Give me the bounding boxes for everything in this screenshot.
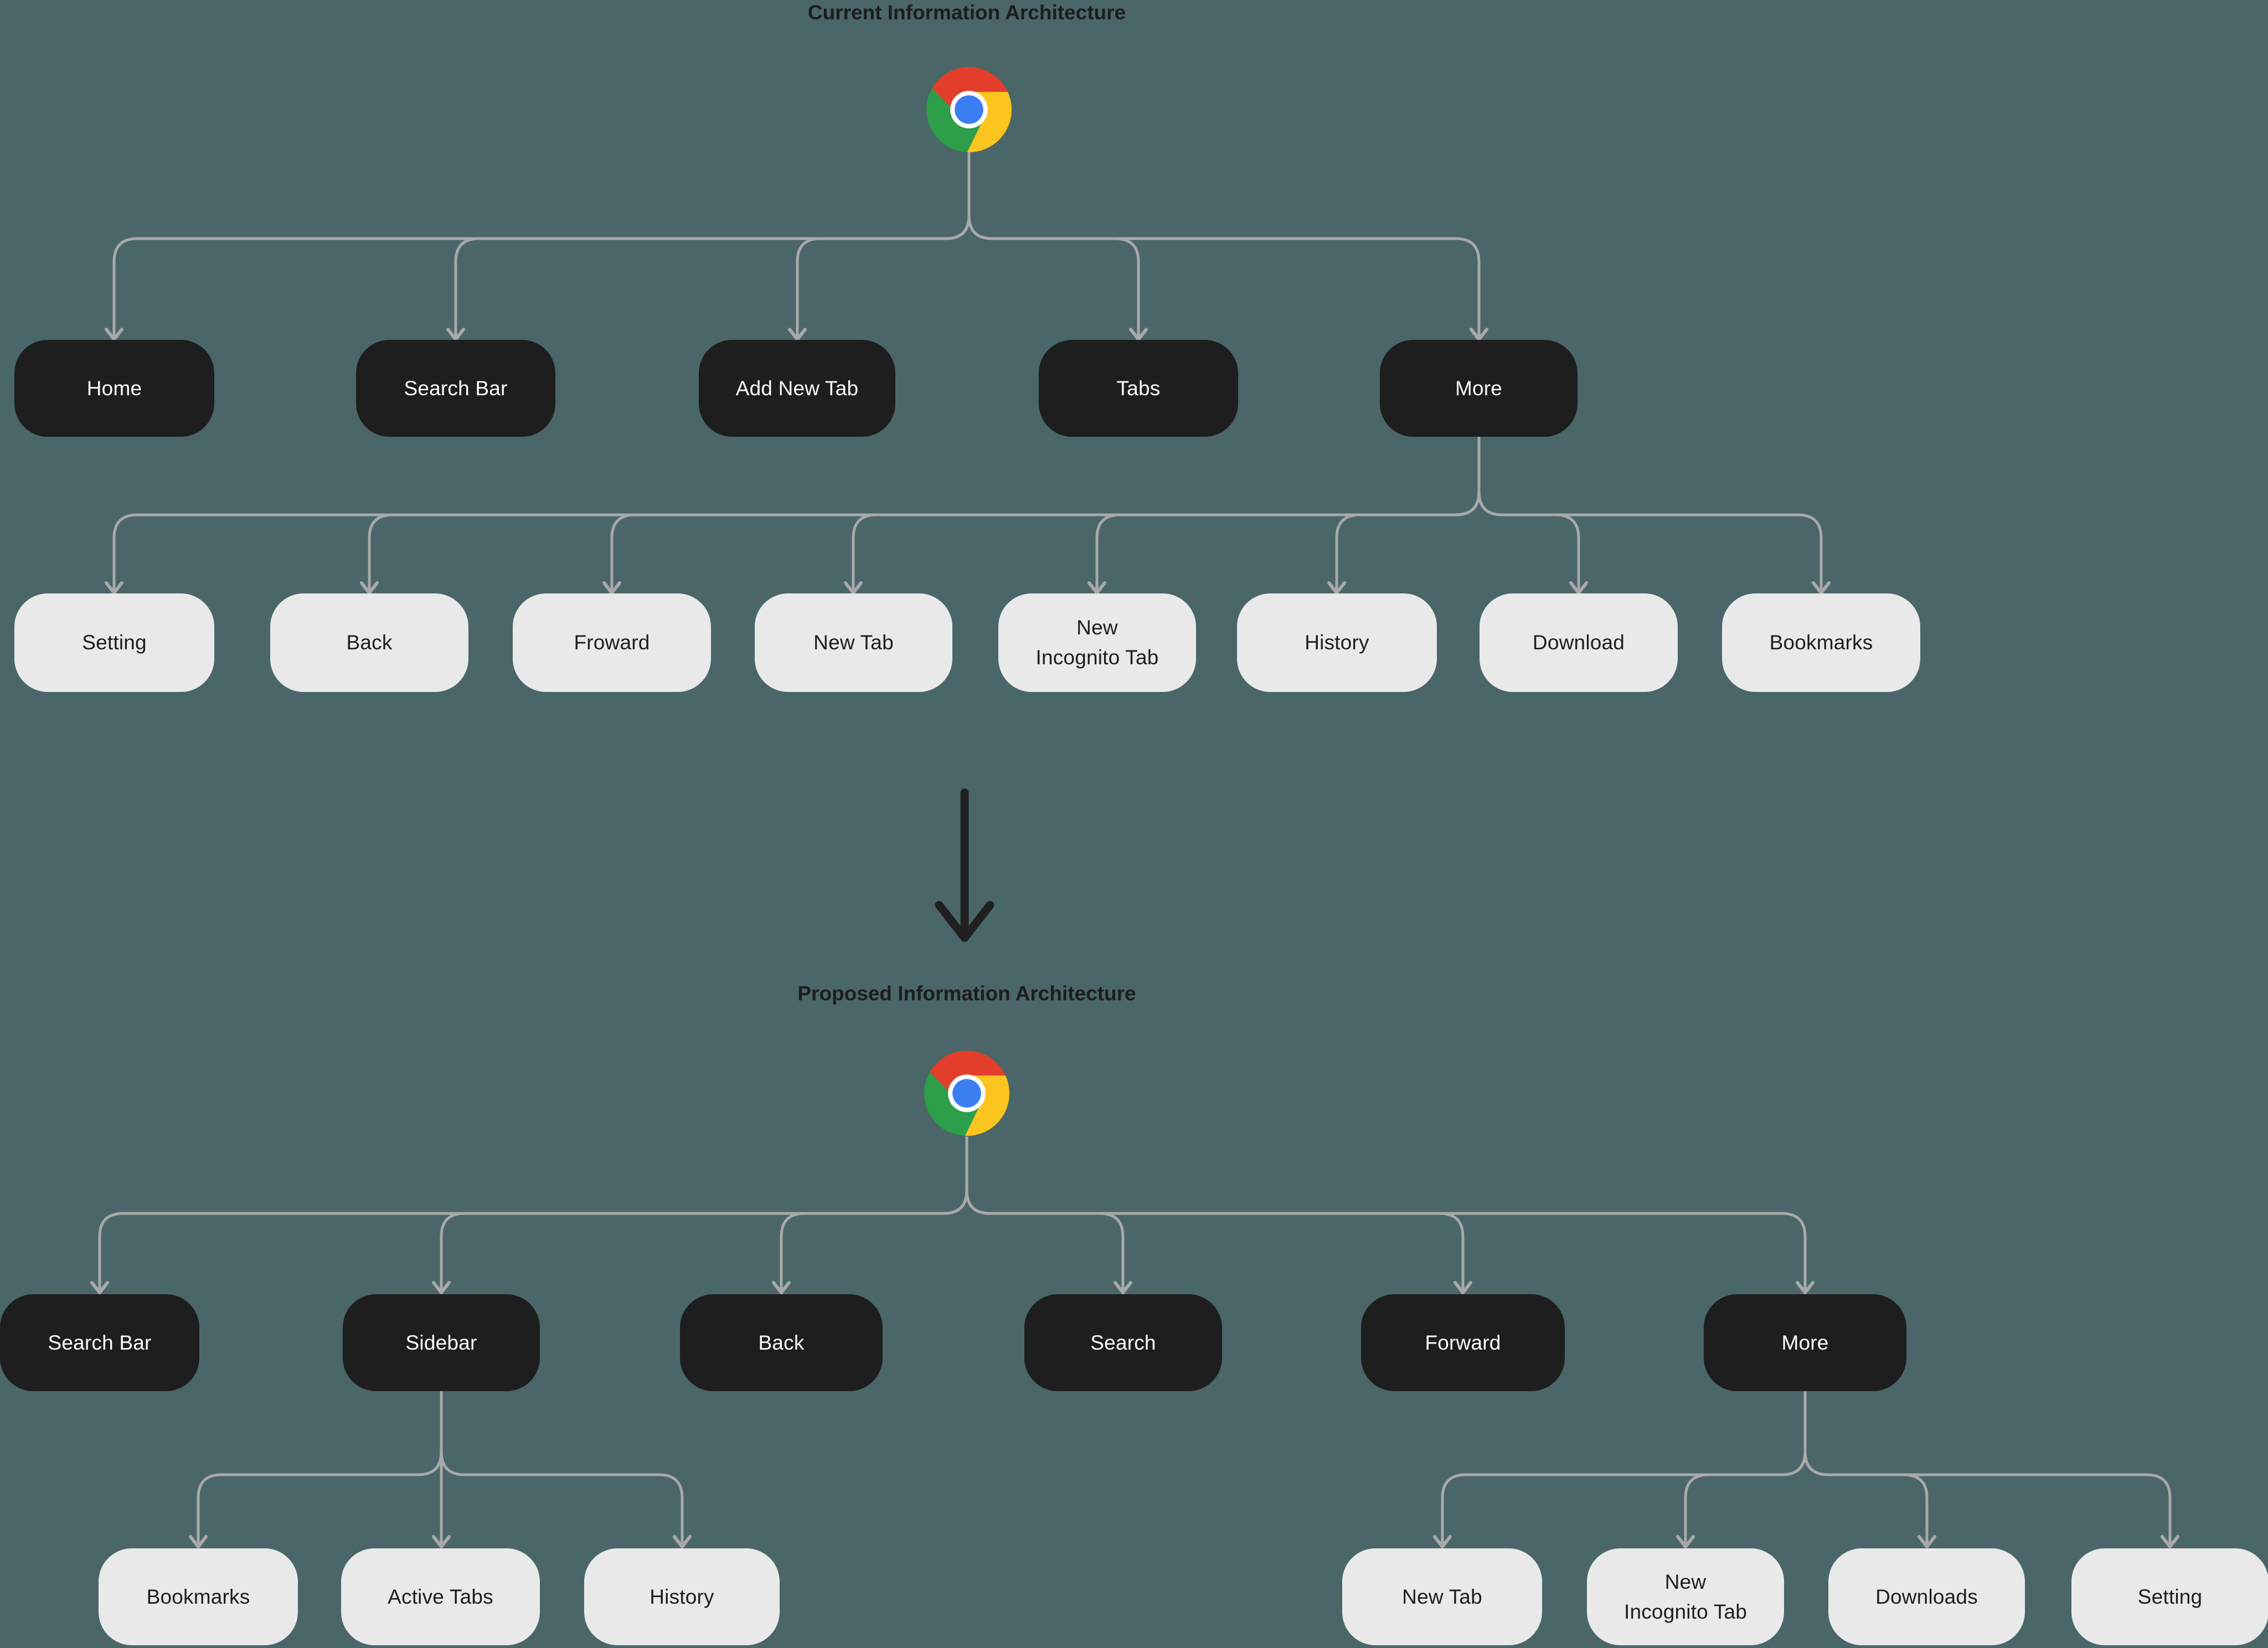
current-root-connectors bbox=[112, 152, 1481, 337]
node-new-tab-proposed: New Tab bbox=[1342, 1548, 1542, 1645]
node-tabs: Tabs bbox=[1039, 340, 1238, 437]
node-froward: Froward bbox=[513, 593, 711, 692]
node-search: Search bbox=[1024, 1294, 1222, 1391]
node-bookmarks: Bookmarks bbox=[1722, 593, 1920, 692]
node-home: Home bbox=[14, 340, 214, 437]
node-active-tabs: Active Tabs bbox=[341, 1548, 540, 1645]
node-setting: Setting bbox=[14, 593, 214, 692]
node-new-tab: New Tab bbox=[755, 593, 952, 692]
proposed-root-connectors bbox=[98, 1136, 1807, 1290]
node-forward: Forward bbox=[1361, 1294, 1565, 1391]
node-bookmarks-proposed: Bookmarks bbox=[99, 1548, 298, 1645]
chrome-logo-icon bbox=[917, 1043, 1017, 1140]
proposed-more-connectors bbox=[1441, 1391, 2172, 1544]
node-setting-proposed: Setting bbox=[2071, 1548, 2268, 1645]
node-back-proposed: Back bbox=[680, 1294, 883, 1391]
node-add-new-tab: Add New Tab bbox=[699, 340, 895, 437]
node-back: Back bbox=[270, 593, 468, 692]
proposed-sidebar-arrowheads bbox=[189, 1535, 692, 1548]
transition-arrow-icon bbox=[935, 788, 994, 942]
current-architecture-title: Current Information Architecture bbox=[807, 1, 1126, 24]
node-sidebar: Sidebar bbox=[343, 1294, 540, 1391]
node-more: More bbox=[1380, 340, 1578, 437]
proposed-architecture-title: Proposed Information Architecture bbox=[797, 982, 1136, 1005]
node-download: Download bbox=[1480, 593, 1678, 692]
node-history-proposed: History bbox=[584, 1548, 780, 1645]
node-downloads: Downloads bbox=[1828, 1548, 2025, 1645]
node-new-incognito-tab-proposed: New Incognito Tab bbox=[1587, 1548, 1784, 1645]
node-history: History bbox=[1237, 593, 1437, 692]
proposed-root-arrowheads bbox=[90, 1281, 1815, 1294]
node-search-bar-proposed: Search Bar bbox=[0, 1294, 199, 1391]
node-more-proposed: More bbox=[1704, 1294, 1906, 1391]
current-root-arrowheads bbox=[105, 328, 1488, 341]
proposed-sidebar-connectors bbox=[197, 1391, 684, 1544]
proposed-more-arrowheads bbox=[1433, 1535, 2179, 1548]
node-new-incognito-tab: New Incognito Tab bbox=[998, 593, 1196, 692]
chrome-logo-icon bbox=[919, 60, 1019, 156]
node-search-bar: Search Bar bbox=[356, 340, 555, 437]
current-more-arrowheads bbox=[105, 581, 1831, 595]
current-more-connectors bbox=[112, 437, 1823, 590]
